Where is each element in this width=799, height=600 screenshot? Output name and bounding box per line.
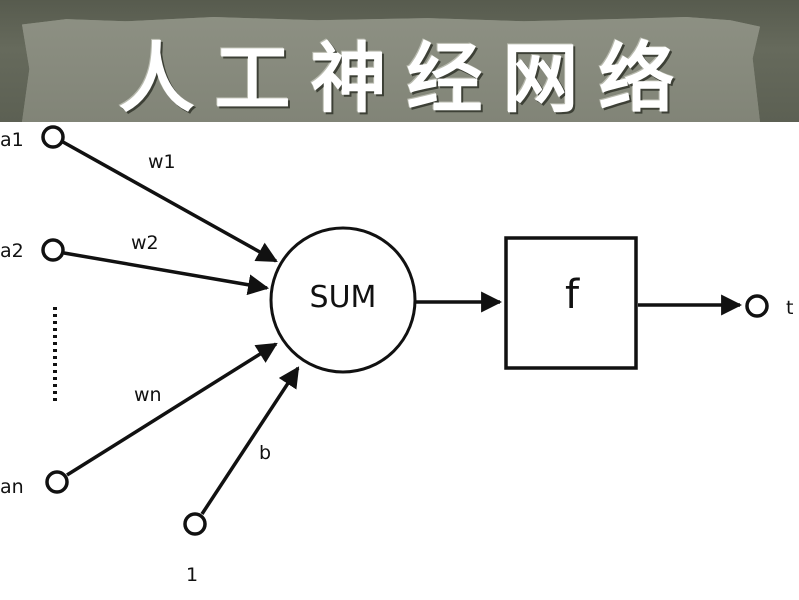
activation-label: f bbox=[565, 272, 580, 318]
weight-label-b: b bbox=[259, 442, 271, 464]
bias-input: 1 b bbox=[183, 366, 300, 586]
output-label: t bbox=[786, 297, 793, 319]
weight-label-wn: wn bbox=[134, 384, 162, 406]
edge-a1-sum bbox=[62, 140, 278, 263]
activation-box bbox=[504, 236, 638, 370]
banner-title: 人工神经网络 bbox=[118, 34, 695, 123]
input-node-a1 bbox=[41, 125, 65, 149]
input-an: an wn bbox=[0, 342, 278, 498]
banner-panel bbox=[22, 17, 760, 122]
activation-node: f bbox=[504, 236, 638, 370]
bias-input-label: 1 bbox=[186, 564, 198, 586]
edge-bias-sum bbox=[200, 366, 300, 515]
weight-label-w1: w1 bbox=[148, 151, 176, 173]
output-node bbox=[745, 294, 769, 318]
output-t: t bbox=[745, 294, 793, 319]
weight-label-w2: w2 bbox=[131, 232, 159, 254]
input-label-an: an bbox=[0, 476, 24, 498]
input-a2: a2 w2 bbox=[0, 232, 270, 296]
input-node-a2 bbox=[41, 238, 65, 262]
input-label-a2: a2 bbox=[0, 240, 24, 262]
bias-node bbox=[183, 512, 207, 536]
input-a1: a1 w1 bbox=[0, 125, 278, 263]
sum-node: SUM bbox=[269, 226, 417, 374]
edge-a2-sum bbox=[63, 251, 270, 296]
input-node-an bbox=[45, 470, 69, 494]
input-label-a1: a1 bbox=[0, 129, 24, 151]
edge-an-sum bbox=[66, 342, 278, 477]
title-banner: 人工神经网络 bbox=[0, 0, 799, 123]
sum-label: SUM bbox=[310, 280, 377, 315]
sum-circle bbox=[269, 226, 417, 374]
